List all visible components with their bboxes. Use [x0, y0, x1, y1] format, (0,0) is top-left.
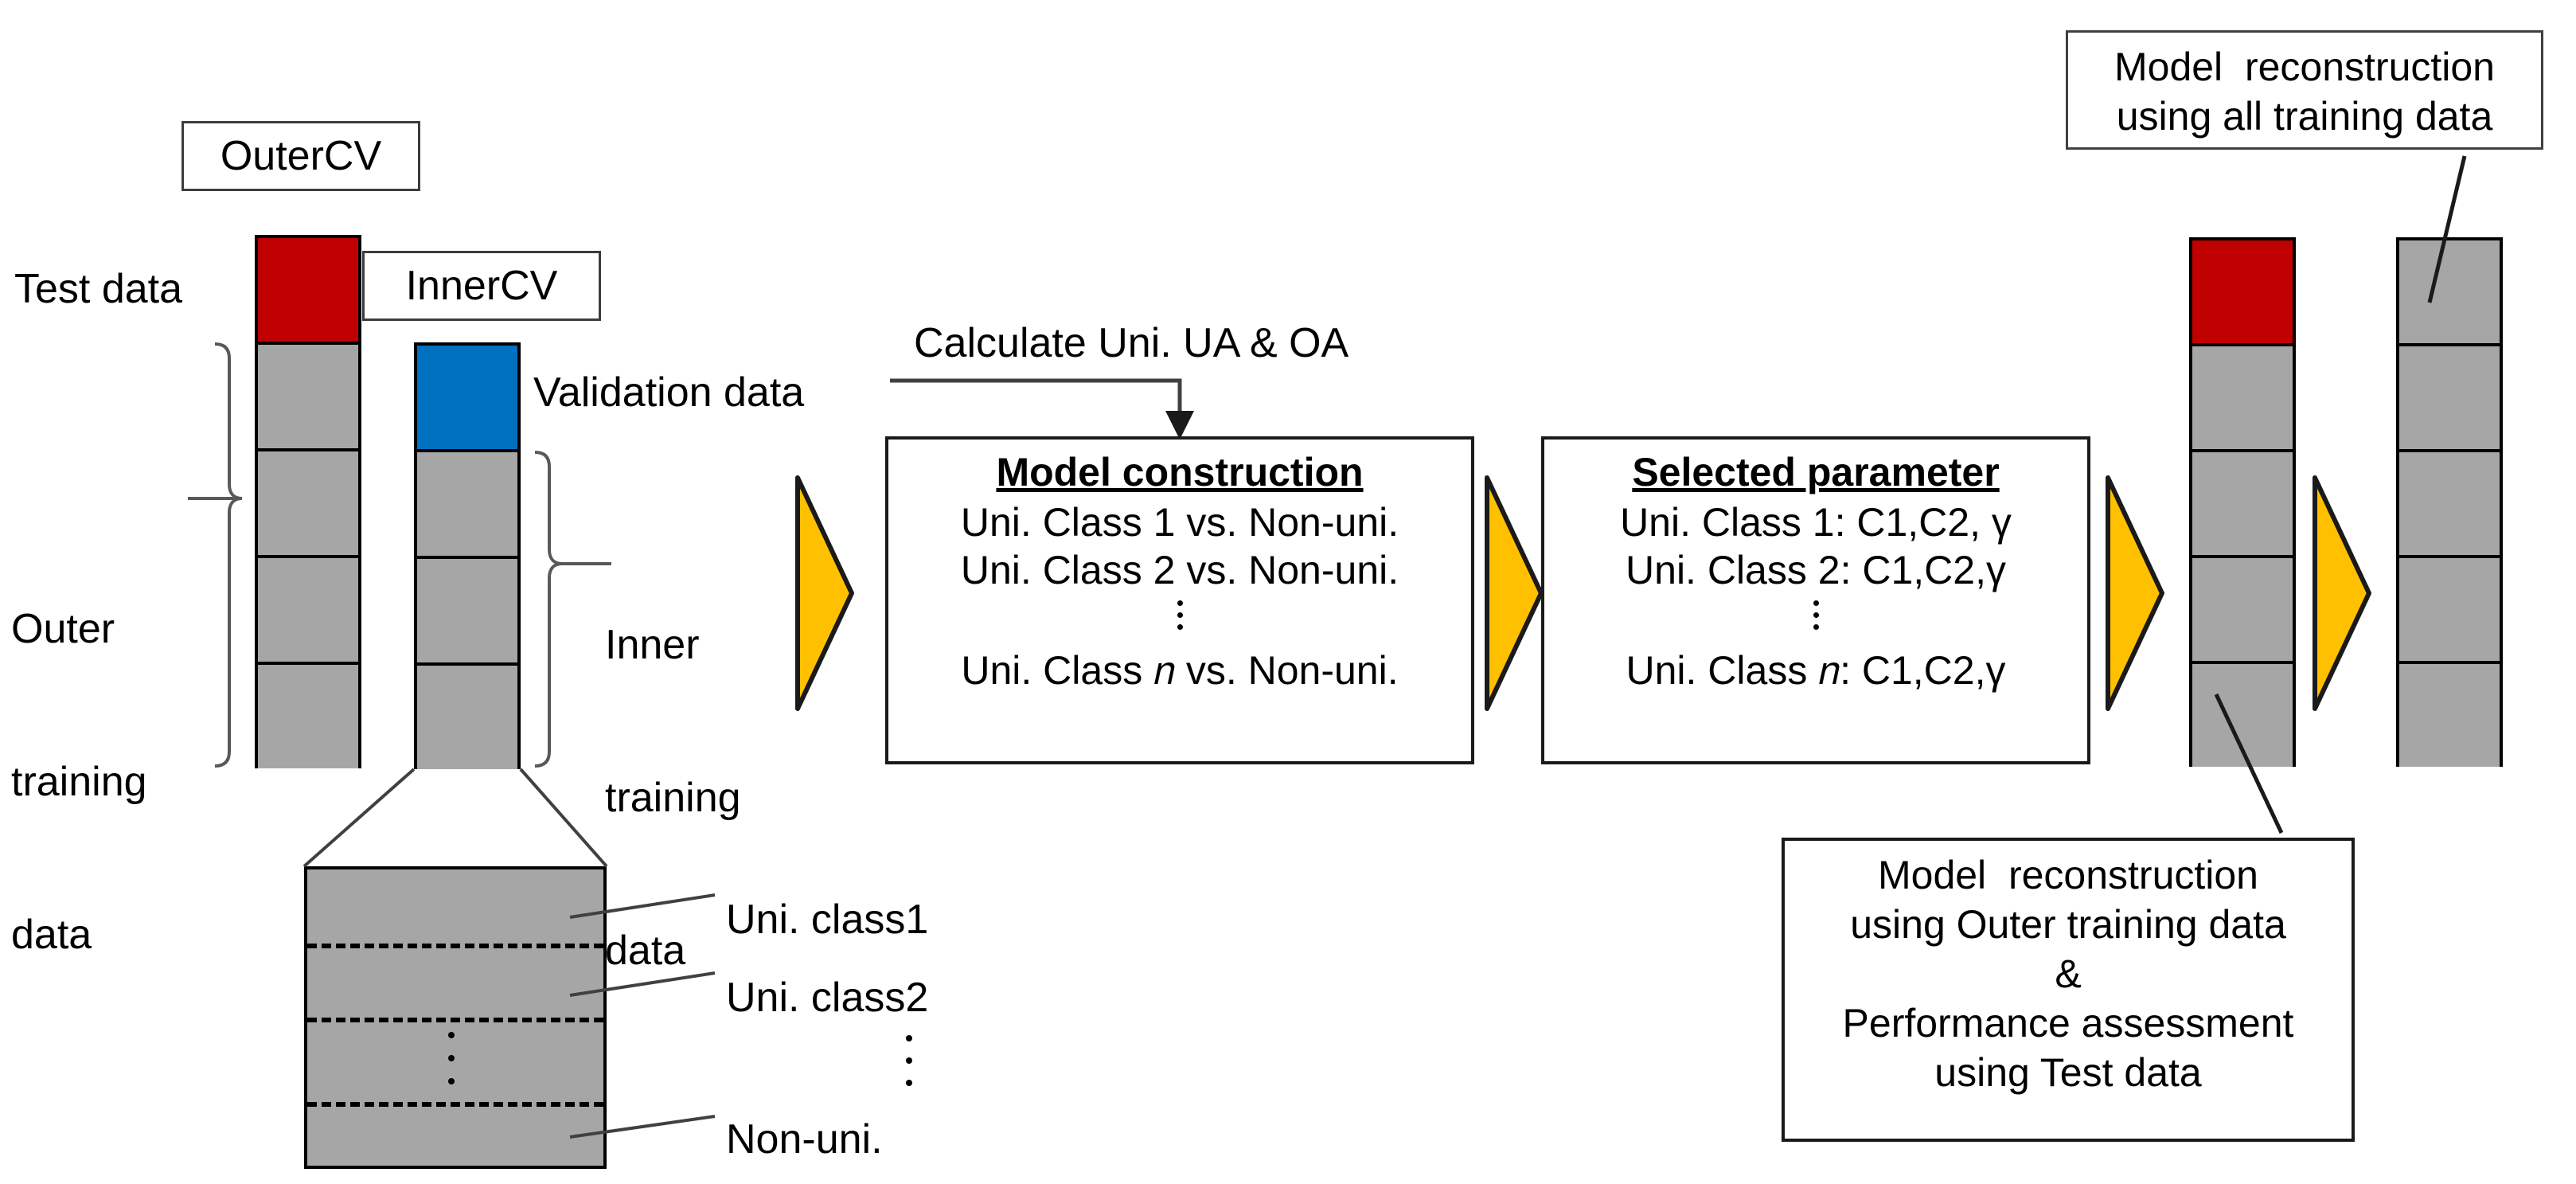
- class-divider-1: [307, 944, 603, 948]
- outer-cv-fold-column: [255, 235, 361, 768]
- all-cell-5: [2399, 664, 2500, 767]
- fold-cell-inner-train-1: [417, 452, 517, 559]
- all-cell-1: [2399, 240, 2500, 346]
- inner-cv-caption-box: InnerCV: [362, 251, 601, 321]
- outer-training-result-column: [2189, 237, 2296, 767]
- all-training-data-note: Model reconstruction using all training …: [2066, 30, 2543, 150]
- model-construction-row-last: Uni. Class 𝑛 vs. Non-uni.: [961, 648, 1399, 693]
- model-construction-row-1: Uni. Class 1 vs. Non-uni.: [960, 500, 1399, 545]
- outer-cv-caption-box: OuterCV: [181, 121, 420, 191]
- all-training-result-column: [2396, 237, 2503, 767]
- all-cell-2: [2399, 346, 2500, 452]
- exploded-block-vertical-ellipsis-icon: [448, 1032, 455, 1084]
- outer-note-line-1: Model reconstruction: [1877, 853, 2258, 897]
- outer-training-line-2: training: [11, 759, 147, 805]
- fold-cell-test: [258, 238, 358, 345]
- inner-training-data-label: Inner training data: [605, 518, 741, 1078]
- model-construction-row-2: Uni. Class 2 vs. Non-uni.: [960, 548, 1399, 592]
- inner-training-brace-icon: [534, 451, 611, 768]
- outer-training-line-1: Outer: [11, 606, 115, 652]
- inner-training-line-3: data: [605, 928, 686, 974]
- calculate-to-model-arrow-icon: [890, 378, 1194, 440]
- yellow-chevron-arrow-icon-3: [2106, 475, 2164, 711]
- all-training-note-line-2: using all training data: [2116, 94, 2493, 139]
- all-training-note-line-1: Model reconstruction: [2113, 45, 2495, 89]
- selected-parameter-row-1: Uni. Class 1: C1,C2, γ: [1620, 500, 2012, 545]
- yellow-chevron-arrow-icon-2: [1485, 475, 1544, 711]
- inner-cv-fold-column: [414, 342, 521, 769]
- outer-note-line-5: using Test data: [1934, 1050, 2202, 1095]
- result-cell-train-1: [2192, 346, 2293, 452]
- outer-training-assessment-note: Model reconstruction using Outer trainin…: [1782, 838, 2355, 1142]
- inner-cv-label: InnerCV: [405, 263, 558, 309]
- all-cell-4: [2399, 558, 2500, 664]
- yellow-chevron-arrow-icon-1: [795, 475, 854, 711]
- test-data-label: Test data: [14, 266, 183, 312]
- exploded-block-projection-lines: [302, 768, 608, 868]
- result-cell-train-4: [2192, 664, 2293, 767]
- calculate-uni-ua-oa-label: Calculate Uni. UA & OA: [914, 320, 1349, 366]
- non-uni-label: Non-uni.: [726, 1116, 883, 1163]
- selected-parameter-row-2: Uni. Class 2: C1,C2,γ: [1626, 548, 2006, 592]
- result-cell-test: [2192, 240, 2293, 346]
- fold-cell-validation: [417, 346, 517, 452]
- class-divider-2: [307, 1018, 603, 1022]
- uni-class2-label: Uni. class2: [726, 975, 929, 1021]
- vertical-ellipsis-icon: [1559, 600, 2073, 647]
- fold-cell-train-2: [258, 451, 358, 558]
- result-cell-train-2: [2192, 452, 2293, 558]
- outer-note-line-3: &: [2055, 951, 2082, 996]
- callout-vertical-ellipsis-icon: [906, 1035, 912, 1086]
- outer-note-line-4: Performance assessment: [1842, 1001, 2294, 1045]
- yellow-chevron-arrow-icon-4: [2313, 475, 2371, 711]
- selected-parameter-row-last: Uni. Class 𝑛: C1,C2,γ: [1626, 648, 2006, 693]
- model-construction-heading: Model construction: [996, 450, 1364, 494]
- validation-data-label: Validation data: [533, 369, 805, 416]
- selected-parameter-heading: Selected parameter: [1632, 450, 2000, 494]
- uni-class1-label: Uni. class1: [726, 897, 929, 943]
- selected-parameter-panel: Selected parameter Uni. Class 1: C1,C2, …: [1541, 436, 2090, 764]
- outer-cv-label: OuterCV: [220, 133, 382, 179]
- fold-cell-inner-train-3: [417, 666, 517, 769]
- vertical-ellipsis-icon: [903, 600, 1457, 647]
- outer-training-line-3: data: [11, 912, 92, 958]
- outer-training-data-label: Outer training data: [11, 502, 147, 1062]
- fold-cell-train-3: [258, 558, 358, 665]
- all-cell-3: [2399, 452, 2500, 558]
- fold-cell-train-4: [258, 665, 358, 768]
- outer-note-line-2: using Outer training data: [1850, 902, 2286, 947]
- fold-cell-inner-train-2: [417, 559, 517, 666]
- fold-cell-train-1: [258, 345, 358, 451]
- inner-training-line-2: training: [605, 775, 741, 821]
- result-cell-train-3: [2192, 558, 2293, 664]
- class-divider-3: [307, 1102, 603, 1107]
- model-construction-panel: Model construction Uni. Class 1 vs. Non-…: [885, 436, 1474, 764]
- outer-training-brace-icon: [188, 342, 243, 768]
- inner-training-line-1: Inner: [605, 622, 700, 668]
- down-arrow-icon: [1165, 411, 1194, 440]
